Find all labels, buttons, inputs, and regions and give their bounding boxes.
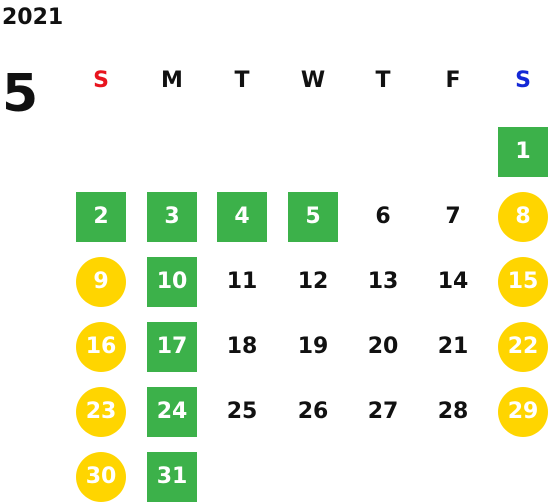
day-cell-16[interactable]: 16 — [76, 322, 126, 372]
day-cell-8[interactable]: 8 — [498, 192, 548, 242]
weekday-wednesday: W — [300, 68, 326, 93]
day-cell-11[interactable]: 11 — [226, 269, 258, 294]
day-cell-17[interactable]: 17 — [147, 322, 197, 372]
day-cell-14[interactable]: 14 — [437, 269, 469, 294]
day-cell-27[interactable]: 27 — [367, 399, 399, 424]
day-cell-6[interactable]: 6 — [375, 204, 391, 229]
day-cell-28[interactable]: 28 — [437, 399, 469, 424]
day-cell-2[interactable]: 2 — [76, 192, 126, 242]
day-cell-7[interactable]: 7 — [445, 204, 461, 229]
day-cell-23[interactable]: 23 — [76, 387, 126, 437]
day-cell-22[interactable]: 22 — [498, 322, 548, 372]
day-cell-30[interactable]: 30 — [76, 452, 126, 502]
day-cell-5[interactable]: 5 — [288, 192, 338, 242]
day-cell-24[interactable]: 24 — [147, 387, 197, 437]
weekday-saturday: S — [515, 68, 531, 93]
day-cell-10[interactable]: 10 — [147, 257, 197, 307]
day-cell-9[interactable]: 9 — [76, 257, 126, 307]
day-cell-20[interactable]: 20 — [367, 334, 399, 359]
weekday-thursday: T — [375, 68, 391, 93]
day-cell-1[interactable]: 1 — [498, 127, 548, 177]
day-cell-21[interactable]: 21 — [437, 334, 469, 359]
year-label: 2021 — [2, 5, 64, 30]
day-cell-19[interactable]: 19 — [297, 334, 329, 359]
weekday-monday: M — [161, 68, 183, 93]
day-cell-18[interactable]: 18 — [226, 334, 258, 359]
weekday-header: S M T W T F S — [68, 66, 548, 96]
day-cell-29[interactable]: 29 — [498, 387, 548, 437]
month-label: 5 — [2, 64, 39, 124]
weekday-sunday: S — [93, 68, 109, 93]
day-cell-26[interactable]: 26 — [297, 399, 329, 424]
day-cell-13[interactable]: 13 — [367, 269, 399, 294]
day-cell-4[interactable]: 4 — [217, 192, 267, 242]
day-cell-31[interactable]: 31 — [147, 452, 197, 502]
day-cell-15[interactable]: 15 — [498, 257, 548, 307]
day-cell-3[interactable]: 3 — [147, 192, 197, 242]
weekday-friday: F — [445, 68, 461, 93]
day-cell-12[interactable]: 12 — [297, 269, 329, 294]
weekday-tuesday: T — [234, 68, 250, 93]
day-cell-25[interactable]: 25 — [226, 399, 258, 424]
